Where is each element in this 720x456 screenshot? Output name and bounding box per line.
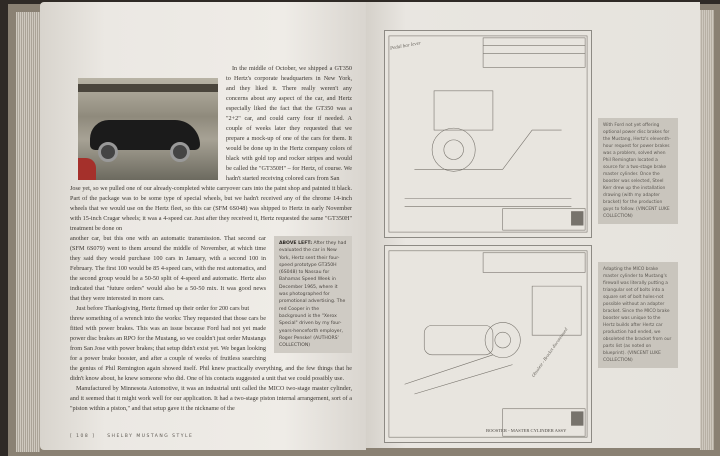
blueprint-top (384, 30, 592, 238)
body-paragraph: Manufactured by Minnesota Automotive, it… (70, 385, 352, 412)
caption-text: Adapting the MICO brake master cylinder … (603, 267, 672, 356)
running-title: SHELBY MUSTANG STYLE (107, 434, 194, 439)
caption-label: ABOVE LEFT: (279, 241, 313, 246)
photo-caption: ABOVE LEFT: After they had evaluated the… (274, 236, 352, 354)
page-folio: [ 108 ] SHELBY MUSTANG STYLE (70, 434, 193, 439)
caption-text: After they had evaluated the car in New … (279, 241, 347, 341)
blueprint-bottom (384, 245, 592, 443)
body-paragraph: Jose yet, so we pulled one of our alread… (70, 185, 352, 232)
body-paragraph: another car, but this one with an automa… (70, 235, 266, 302)
page-edges-left (16, 12, 40, 452)
left-page-text: In the middle of October, we shipped a G… (70, 64, 352, 414)
blueprint-caption-top: With Ford not yet offering optional powe… (598, 118, 678, 224)
body-paragraph: Just before Thanksgiving, Hertz firmed u… (76, 305, 250, 312)
left-page (40, 2, 366, 450)
caption-credit: (VINCENT LUKE COLLECTION) (603, 207, 670, 219)
drawing-title: BOOSTER - MASTER CYLINDER ASSY (486, 428, 567, 433)
page-number: [ 108 ] (70, 434, 96, 439)
caption-text: With Ford not yet offering optional powe… (603, 123, 671, 212)
intro-paragraph: In the middle of October, we shipped a G… (226, 65, 352, 182)
caption-credit: (VINCENT LUKE COLLECTION) (603, 351, 661, 363)
caption-credit: (AUTHORS' COLLECTION) (279, 335, 339, 349)
blueprint-caption-bottom: Adapting the MICO brake master cylinder … (598, 262, 678, 368)
page-edges-right (700, 10, 714, 450)
body-paragraph: threw something of a wrench into the wor… (70, 315, 352, 382)
car-photo (78, 78, 218, 180)
